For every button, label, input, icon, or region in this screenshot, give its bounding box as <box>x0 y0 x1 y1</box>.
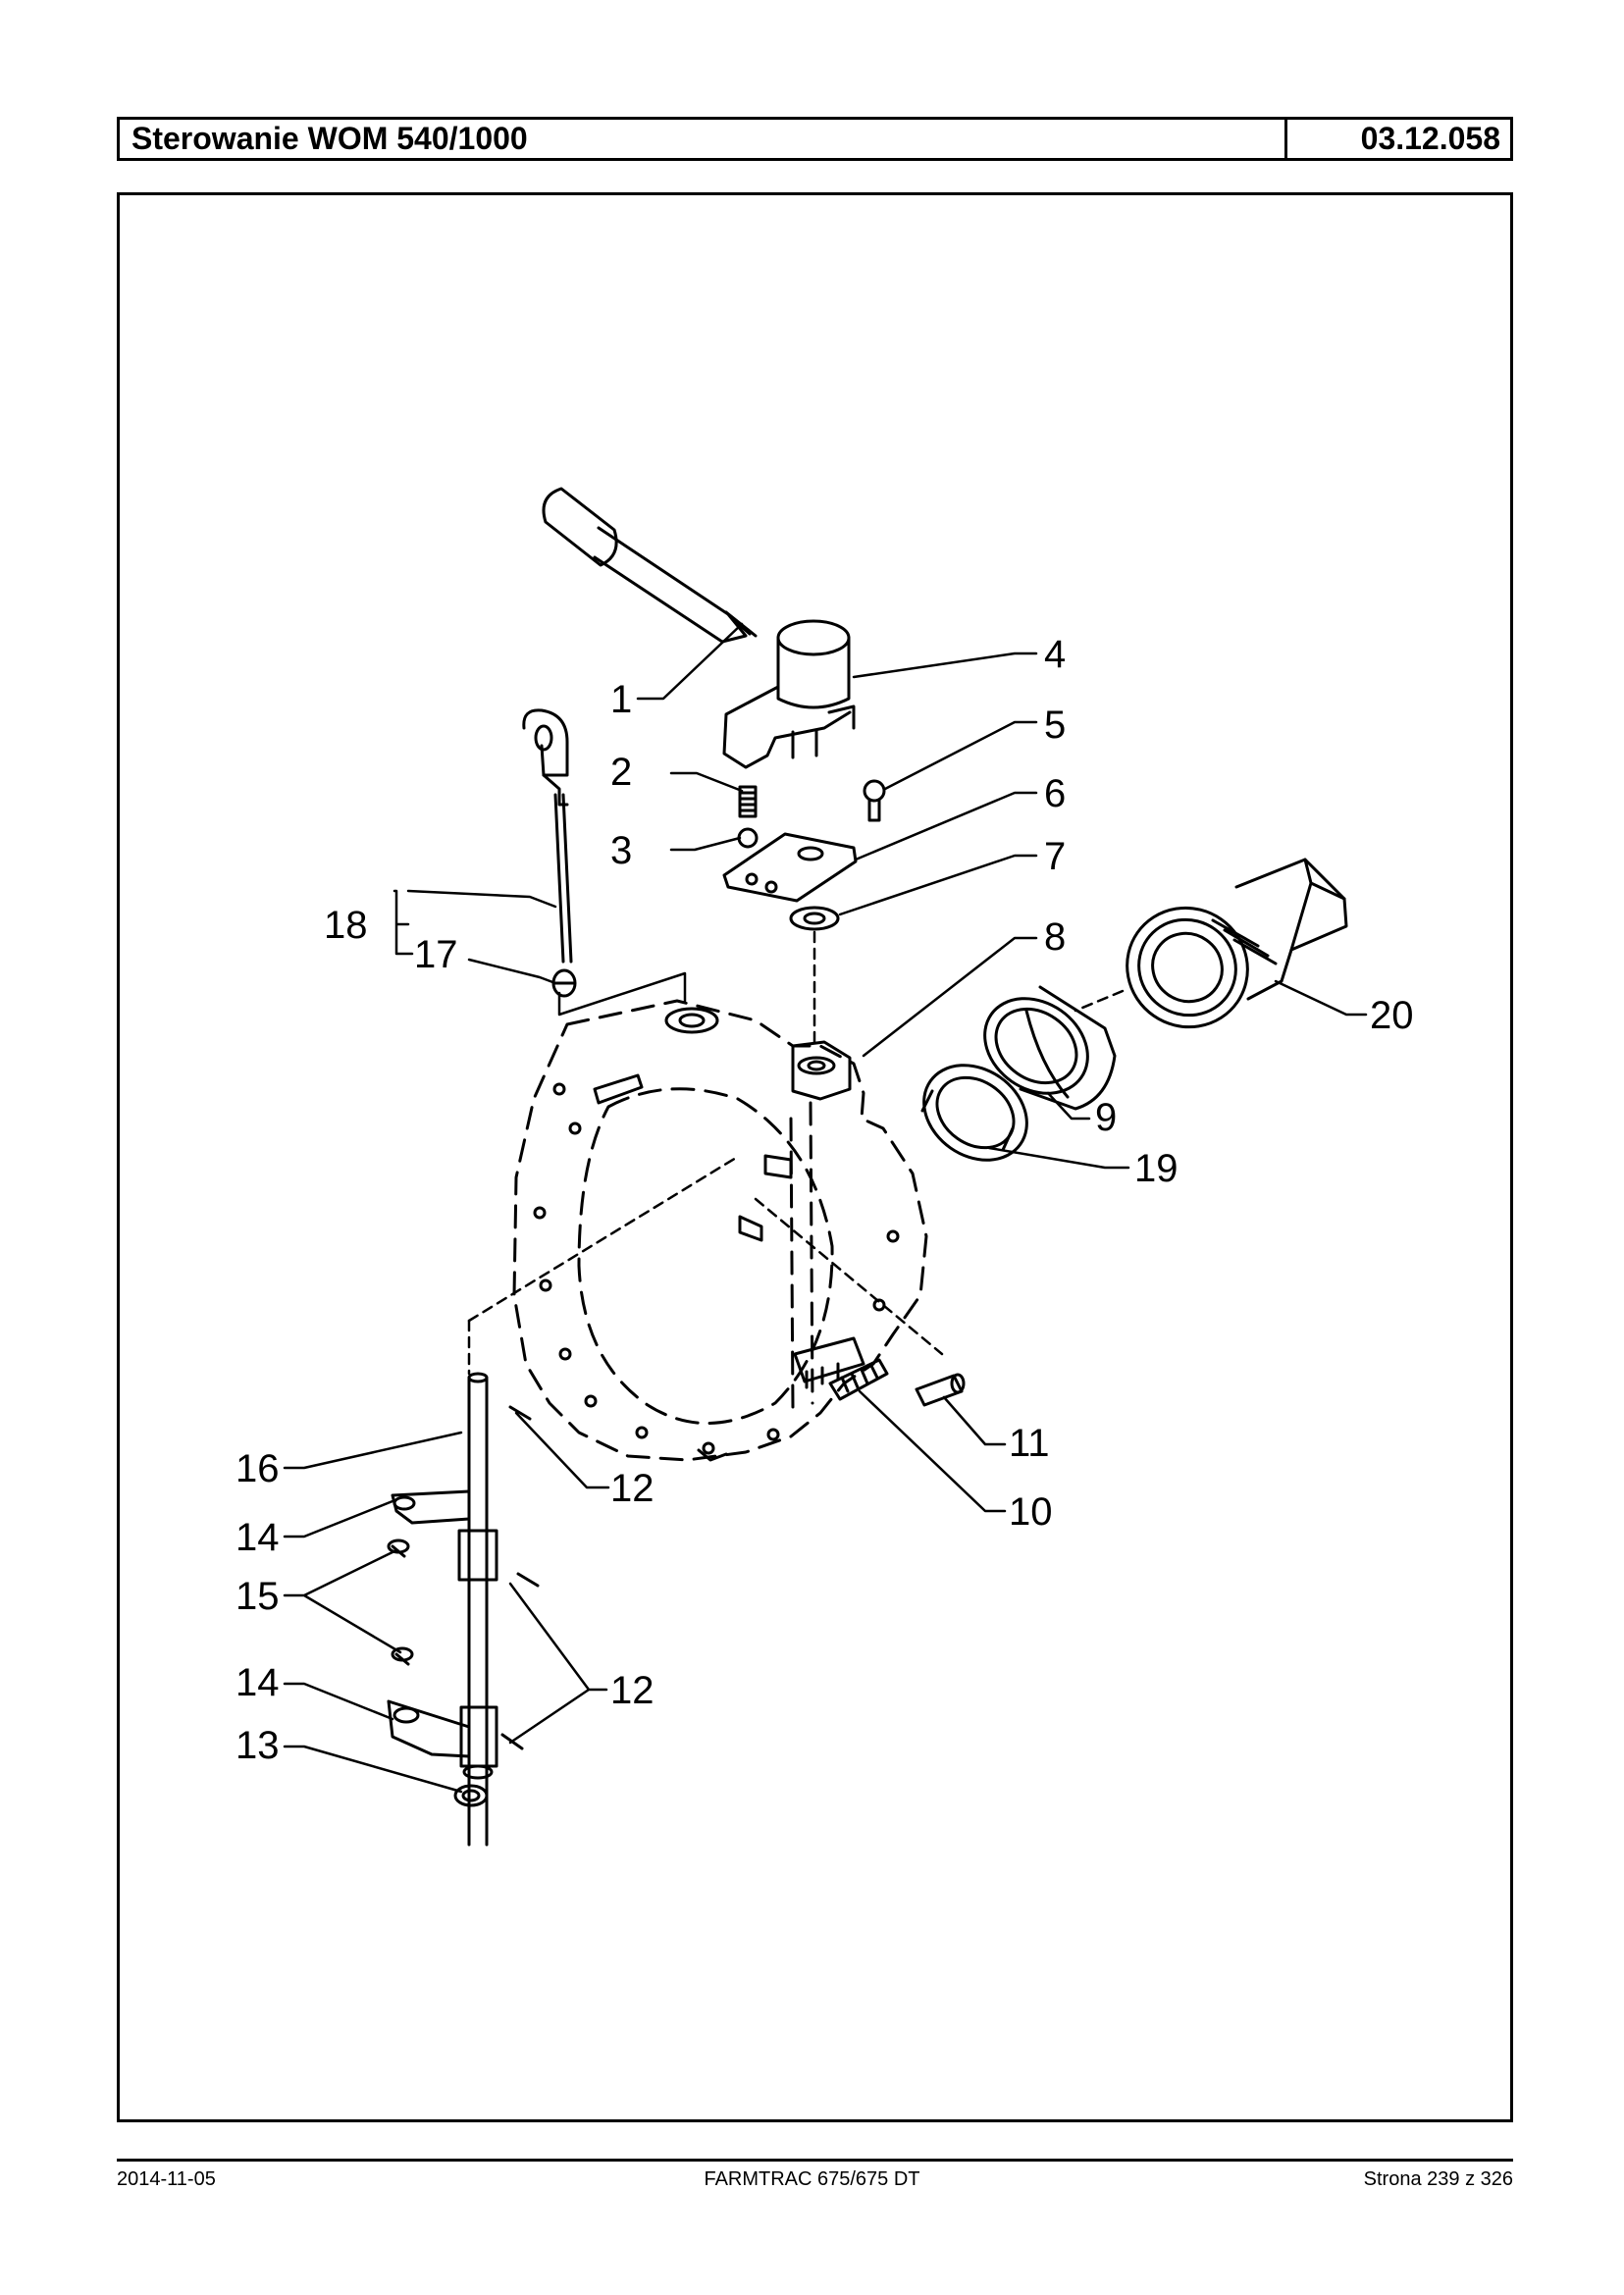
footer-page-number: Strona 239 z 326 <box>1363 2168 1513 2190</box>
header-divider <box>1284 120 1287 158</box>
screw <box>863 779 886 822</box>
callout-16: 16 <box>236 1447 280 1490</box>
diagram-frame <box>117 192 1513 2122</box>
callout-12-shaft: 12 <box>610 1669 655 1712</box>
washer <box>789 906 840 931</box>
assembly-lines <box>467 930 1125 1376</box>
callout-9: 9 <box>1095 1096 1117 1139</box>
callout-4: 4 <box>1044 633 1066 676</box>
shaft-end-plug <box>453 1784 489 1807</box>
callout-14-upper: 14 <box>236 1516 280 1559</box>
pto-housing <box>512 999 928 1462</box>
callout-14-lower: 14 <box>236 1661 280 1704</box>
callout-11: 11 <box>1009 1422 1050 1465</box>
callout-20: 20 <box>1370 994 1414 1037</box>
callout-15: 15 <box>236 1575 280 1618</box>
shift-fork-bolts <box>387 1405 540 1750</box>
catalog-code: 03.12.058 <box>1360 121 1500 156</box>
spring-and-ball <box>737 785 759 849</box>
callout-12-housing: 12 <box>610 1467 655 1510</box>
callout-17: 17 <box>414 933 458 976</box>
bushing-large <box>983 985 1117 1111</box>
page-title: Sterowanie WOM 540/1000 <box>131 121 528 156</box>
callout-18: 18 <box>324 904 368 947</box>
dipstick <box>522 708 577 998</box>
bushing-small <box>920 1064 1028 1162</box>
callout-2: 2 <box>610 751 632 794</box>
footer-rule <box>117 2159 1513 2162</box>
selector-lever <box>722 619 856 769</box>
shift-shaft <box>387 1372 498 1847</box>
callout-19: 19 <box>1134 1147 1179 1190</box>
footer-model: FARMTRAC 675/675 DT <box>704 2168 920 2190</box>
pin <box>915 1373 966 1407</box>
callout-3: 3 <box>610 829 632 872</box>
callout-labels: 1 2 3 4 5 6 7 8 9 10 11 12 12 13 14 14 1… <box>236 633 1414 1767</box>
housing-detail <box>533 1007 900 1462</box>
callout-13: 13 <box>236 1724 280 1767</box>
detent-plug <box>828 1358 889 1401</box>
callout-6: 6 <box>1044 772 1066 815</box>
detent-plate <box>722 832 858 903</box>
callout-5: 5 <box>1044 704 1066 747</box>
leader-lines <box>283 622 1368 1794</box>
lever-handle <box>542 487 758 644</box>
footer-date: 2014-11-05 <box>117 2168 216 2190</box>
callout-8: 8 <box>1044 915 1066 959</box>
callout-7: 7 <box>1044 835 1066 878</box>
callout-1: 1 <box>610 678 632 721</box>
shaft-gear <box>1126 858 1348 1029</box>
header-box: Sterowanie WOM 540/1000 03.12.058 <box>117 117 1513 161</box>
callout-10: 10 <box>1009 1490 1053 1534</box>
